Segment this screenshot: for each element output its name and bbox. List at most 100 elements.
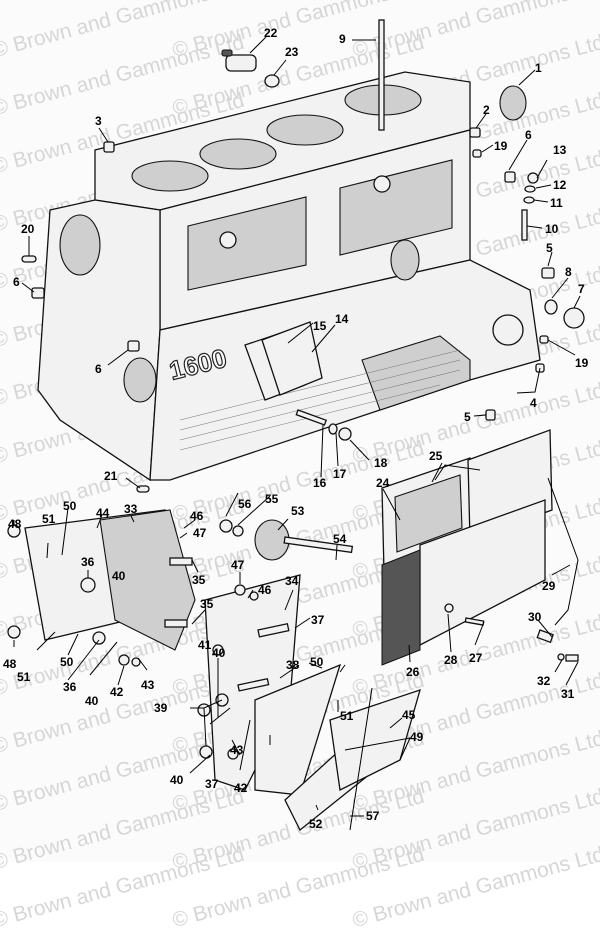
- callout-45: 45: [402, 708, 416, 722]
- nut-18: [338, 427, 352, 441]
- rubber-bush-53: [254, 519, 354, 561]
- callout-57: 57: [366, 809, 380, 823]
- callout-12: 12: [553, 178, 567, 192]
- callout-14: 14: [335, 312, 349, 326]
- plug-19: [472, 149, 482, 158]
- plate-26-shade: [381, 549, 421, 666]
- callout-40: 40: [112, 569, 126, 583]
- callout-19: 19: [494, 139, 508, 153]
- callout-31: 31: [561, 687, 575, 701]
- callout-23: 23: [285, 45, 299, 59]
- front-bore: [123, 357, 157, 403]
- callout-5: 5: [546, 241, 553, 255]
- callout-46: 46: [258, 583, 272, 597]
- callout-29: 29: [542, 579, 556, 593]
- dowel-3: [103, 141, 115, 153]
- callout-42: 42: [110, 685, 124, 699]
- callout-53: 53: [291, 504, 305, 518]
- callout-35: 35: [200, 597, 214, 611]
- distributor-boss: [390, 239, 420, 281]
- callout-21: 21: [104, 469, 118, 483]
- callout-39: 39: [154, 701, 168, 715]
- callout-2: 2: [483, 103, 490, 117]
- tappet-cover-24: [394, 474, 463, 553]
- callout-25: 25: [429, 449, 443, 463]
- callout-15: 15: [313, 319, 327, 333]
- nut-56: [219, 519, 233, 533]
- callout-5: 5: [464, 410, 471, 424]
- callout-19: 19: [575, 356, 589, 370]
- callout-20: 20: [21, 222, 35, 236]
- cover-plate-14: [261, 321, 323, 396]
- bolt-27: [464, 617, 485, 626]
- callout-50: 50: [310, 655, 324, 669]
- callout-41: 41: [198, 638, 212, 652]
- callout-13: 13: [553, 143, 567, 157]
- mounting-brackets: [7, 509, 421, 832]
- dowel-6: [31, 287, 45, 299]
- core-plug-1: [499, 85, 527, 121]
- callout-54: 54: [333, 532, 347, 546]
- callout-32: 32: [537, 674, 551, 688]
- oil-filter-boss: [492, 314, 524, 346]
- callout-51: 51: [340, 709, 354, 723]
- front-bore: [59, 214, 101, 276]
- callout-6: 6: [95, 362, 102, 376]
- bolt-43: [131, 657, 141, 667]
- stud-16: [295, 409, 328, 426]
- callout-labels: 1 2 3 4 5 5 6 6 6 7 8 9 10 11 12 13 14 1…: [3, 26, 589, 831]
- callout-7: 7: [578, 282, 585, 296]
- bolt-37: [257, 622, 290, 638]
- washer-8: [544, 299, 558, 315]
- callout-35: 35: [192, 573, 206, 587]
- callout-36: 36: [81, 555, 95, 569]
- callout-11: 11: [550, 196, 563, 210]
- nut-39: [199, 745, 213, 759]
- washer-23: [264, 74, 280, 88]
- clip-30: [536, 629, 554, 644]
- dowel-6: [504, 171, 516, 183]
- washer-46: [249, 591, 259, 601]
- callout-33: 33: [124, 502, 138, 516]
- callout-55: 55: [265, 492, 279, 506]
- callout-28: 28: [444, 653, 458, 667]
- dowel-5: [485, 409, 496, 421]
- callout-18: 18: [374, 456, 388, 470]
- bolt-38: [237, 677, 270, 692]
- callout-38: 38: [286, 658, 300, 672]
- callout-50: 50: [63, 499, 77, 513]
- callout-47: 47: [231, 558, 245, 572]
- callout-48: 48: [3, 657, 17, 671]
- rod-57: [349, 687, 373, 831]
- breather-pipe-29: [547, 477, 579, 626]
- stud-10: [521, 209, 528, 241]
- nut-36: [80, 577, 96, 593]
- callout-51: 51: [42, 512, 56, 526]
- cylinder-bore: [199, 138, 277, 170]
- washer-55: [232, 525, 244, 537]
- bolt-35: [164, 619, 188, 628]
- washer-40: [227, 748, 239, 760]
- nut-48: [7, 625, 21, 639]
- callout-43: 43: [141, 678, 155, 692]
- callout-27: 27: [469, 651, 483, 665]
- plug-7: [563, 307, 585, 329]
- nut-36: [92, 631, 106, 645]
- callout-26: 26: [406, 665, 420, 679]
- tappet-covers: [381, 429, 579, 666]
- washer-17: [328, 423, 338, 435]
- callout-49: 49: [410, 730, 424, 744]
- dowel-6: [127, 340, 140, 352]
- callout-22: 22: [264, 26, 278, 40]
- callout-44: 44: [96, 506, 110, 520]
- callout-52: 52: [309, 817, 323, 831]
- bolt-35: [169, 557, 193, 566]
- callout-17: 17: [333, 467, 347, 481]
- callout-6: 6: [525, 128, 532, 142]
- washer-32: [557, 653, 565, 661]
- callout-30: 30: [528, 610, 542, 624]
- boss: [373, 175, 391, 193]
- callout-46: 46: [190, 509, 204, 523]
- nut-42: [118, 654, 130, 666]
- washer-11: [523, 196, 535, 204]
